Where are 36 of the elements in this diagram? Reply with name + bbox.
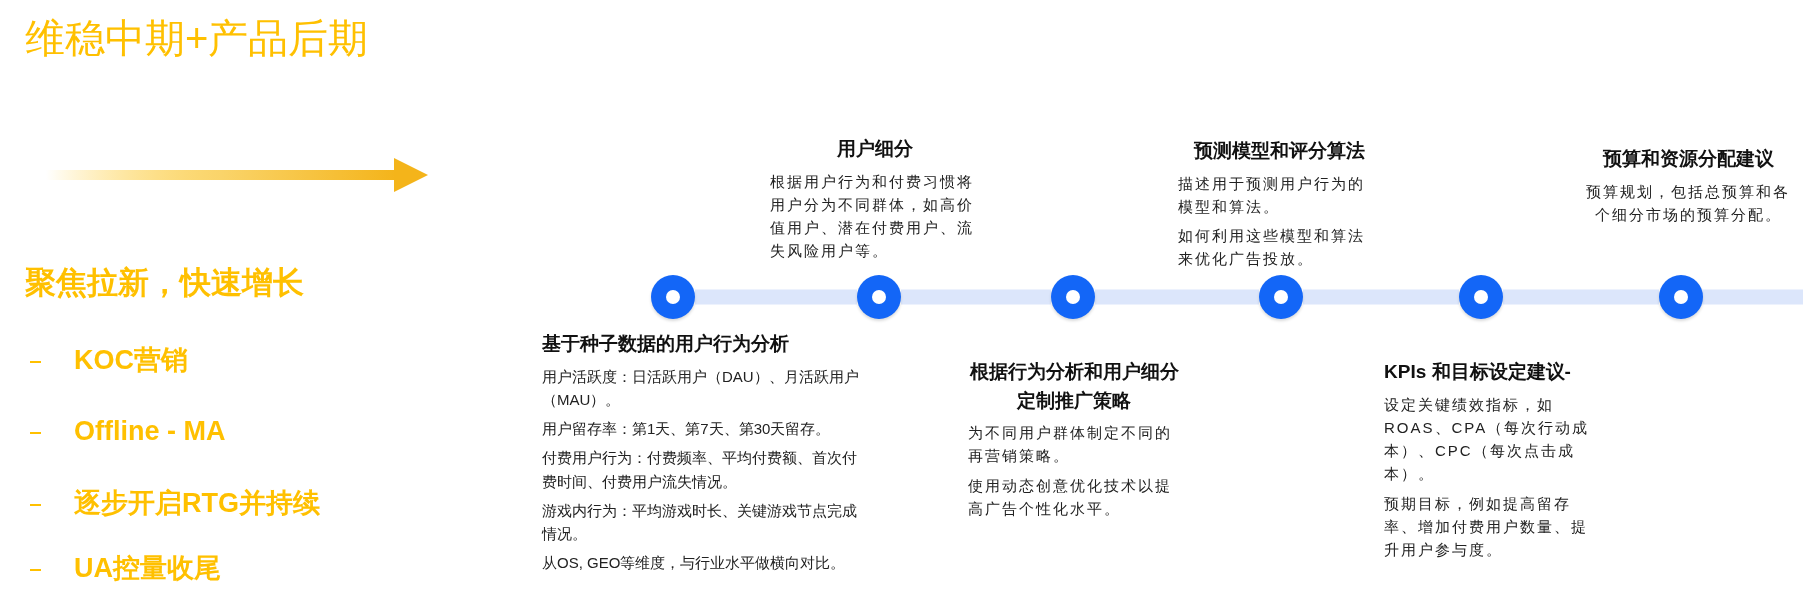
timeline-marker: [651, 275, 695, 319]
step-heading: 用户细分: [836, 137, 914, 161]
step-text: 用户活跃度：日活跃用户（DAU）、月活跃用户（MAU）。: [542, 366, 860, 410]
bullet-item: Offline - MA: [74, 415, 226, 448]
timeline-track: [1503, 289, 1659, 305]
timeline-marker: [1051, 275, 1095, 319]
step-text: 预期目标，例如提高留存率、增加付费用户数量、提升用户参与度。: [1384, 493, 1589, 560]
step-text: 用户留存率：第1天、第7天、第30天留存。: [542, 419, 832, 439]
step-heading: KPIs 和目标设定建议-: [1384, 360, 1572, 384]
step-text: 描述用于预测用户行为的模型和算法。: [1178, 173, 1366, 217]
step-heading: 根据行为分析和用户细分定制推广策略: [968, 360, 1180, 413]
timeline-marker: [1659, 275, 1703, 319]
step-text: 如何利用这些模型和算法来优化广告投放。: [1178, 226, 1366, 270]
step-heading: 基于种子数据的用户行为分析: [542, 332, 790, 356]
bullet-item: KOC营销: [74, 344, 188, 377]
step-text: 根据用户行为和付费习惯将用户分为不同群体，如高价值用户、潜在付费用户、流失风险用户等。: [770, 171, 975, 262]
step-text: 使用动态创意优化技术以提高广告个性化水平。: [968, 475, 1173, 519]
timeline-track: [1095, 289, 1259, 305]
timeline-track: [1303, 289, 1459, 305]
step-text: 预算规划，包括总预算和各个细分市场的预算分配。: [1585, 181, 1791, 225]
bullet-item: 逐步开启RTG并持续: [74, 487, 320, 520]
timeline-track: [695, 289, 857, 305]
step-text: 设定关键绩效指标，如ROAS、CPA（每次行动成本）、CPC（每次点击成本）。: [1384, 394, 1591, 485]
step-heading: 预算和资源分配建议: [1601, 147, 1775, 171]
bullet-item: UA控量收尾: [74, 552, 221, 585]
step-text: 从OS, GEO等维度，与行业水平做横向对比。: [542, 553, 847, 574]
timeline-marker: [857, 275, 901, 319]
step-text: 付费用户行为：付费频率、平均付费额、首次付费时间、付费用户流失情况。: [542, 448, 858, 492]
timeline-marker: [1459, 275, 1503, 319]
title: 维稳中期+产品后期: [25, 16, 369, 60]
step-text: 游戏内行为：平均游戏时长、关键游戏节点完成情况。: [542, 500, 858, 544]
step-heading: 预测模型和评分算法: [1192, 139, 1366, 163]
timeline-track: [901, 289, 1051, 305]
subtitle: 聚焦拉新，快速增长: [25, 264, 304, 302]
timeline-marker: [1259, 275, 1303, 319]
step-text: 为不同用户群体制定不同的再营销策略。: [968, 423, 1173, 467]
